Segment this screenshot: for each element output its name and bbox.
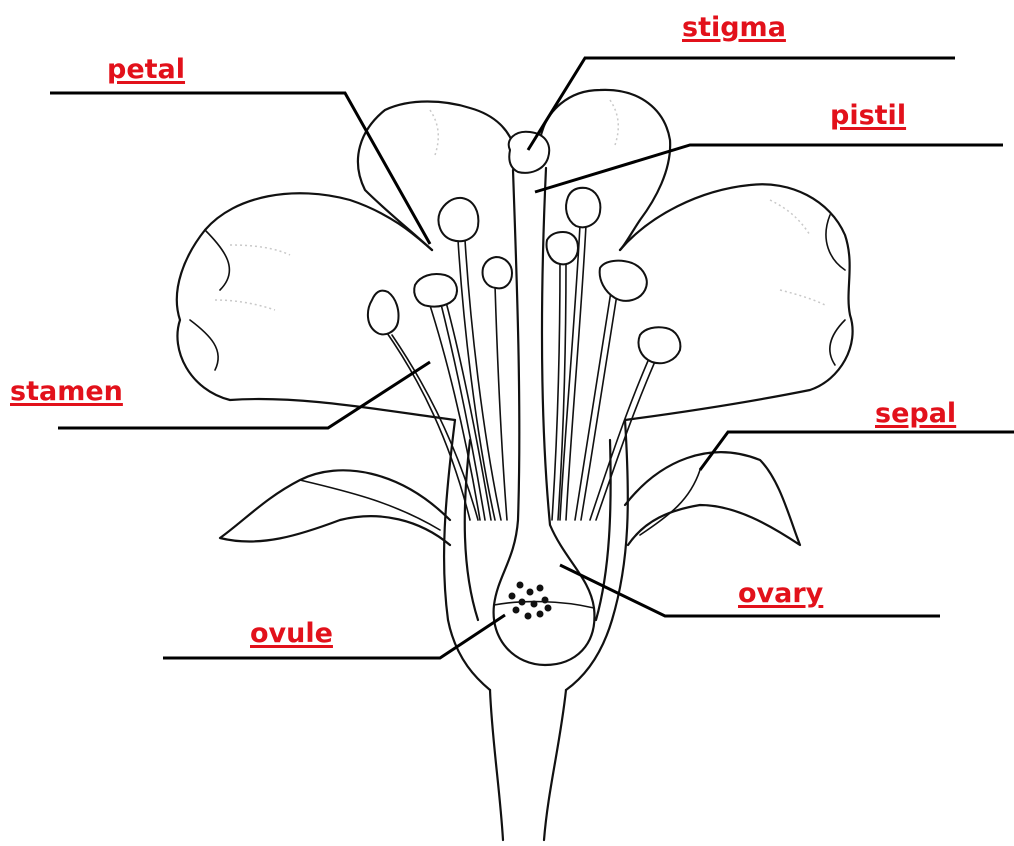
sepal-right (625, 452, 800, 545)
label-stamen: stamen (10, 378, 123, 405)
leader-ovule (163, 615, 505, 658)
leader-petal (50, 93, 430, 244)
label-ovary: ovary (738, 580, 823, 607)
label-ovule: ovule (250, 620, 333, 647)
label-pistil: pistil (830, 102, 906, 129)
label-sepal: sepal (875, 400, 956, 427)
petal-upper-left (358, 102, 515, 251)
leader-sepal (700, 432, 1014, 470)
receptacle (444, 420, 628, 690)
petal-right (620, 184, 853, 420)
petal-left (177, 193, 455, 420)
label-petal: petal (107, 56, 185, 83)
sepal-left (220, 470, 450, 545)
stem (490, 690, 566, 840)
label-stigma: stigma (682, 14, 786, 41)
ovules (509, 582, 552, 620)
